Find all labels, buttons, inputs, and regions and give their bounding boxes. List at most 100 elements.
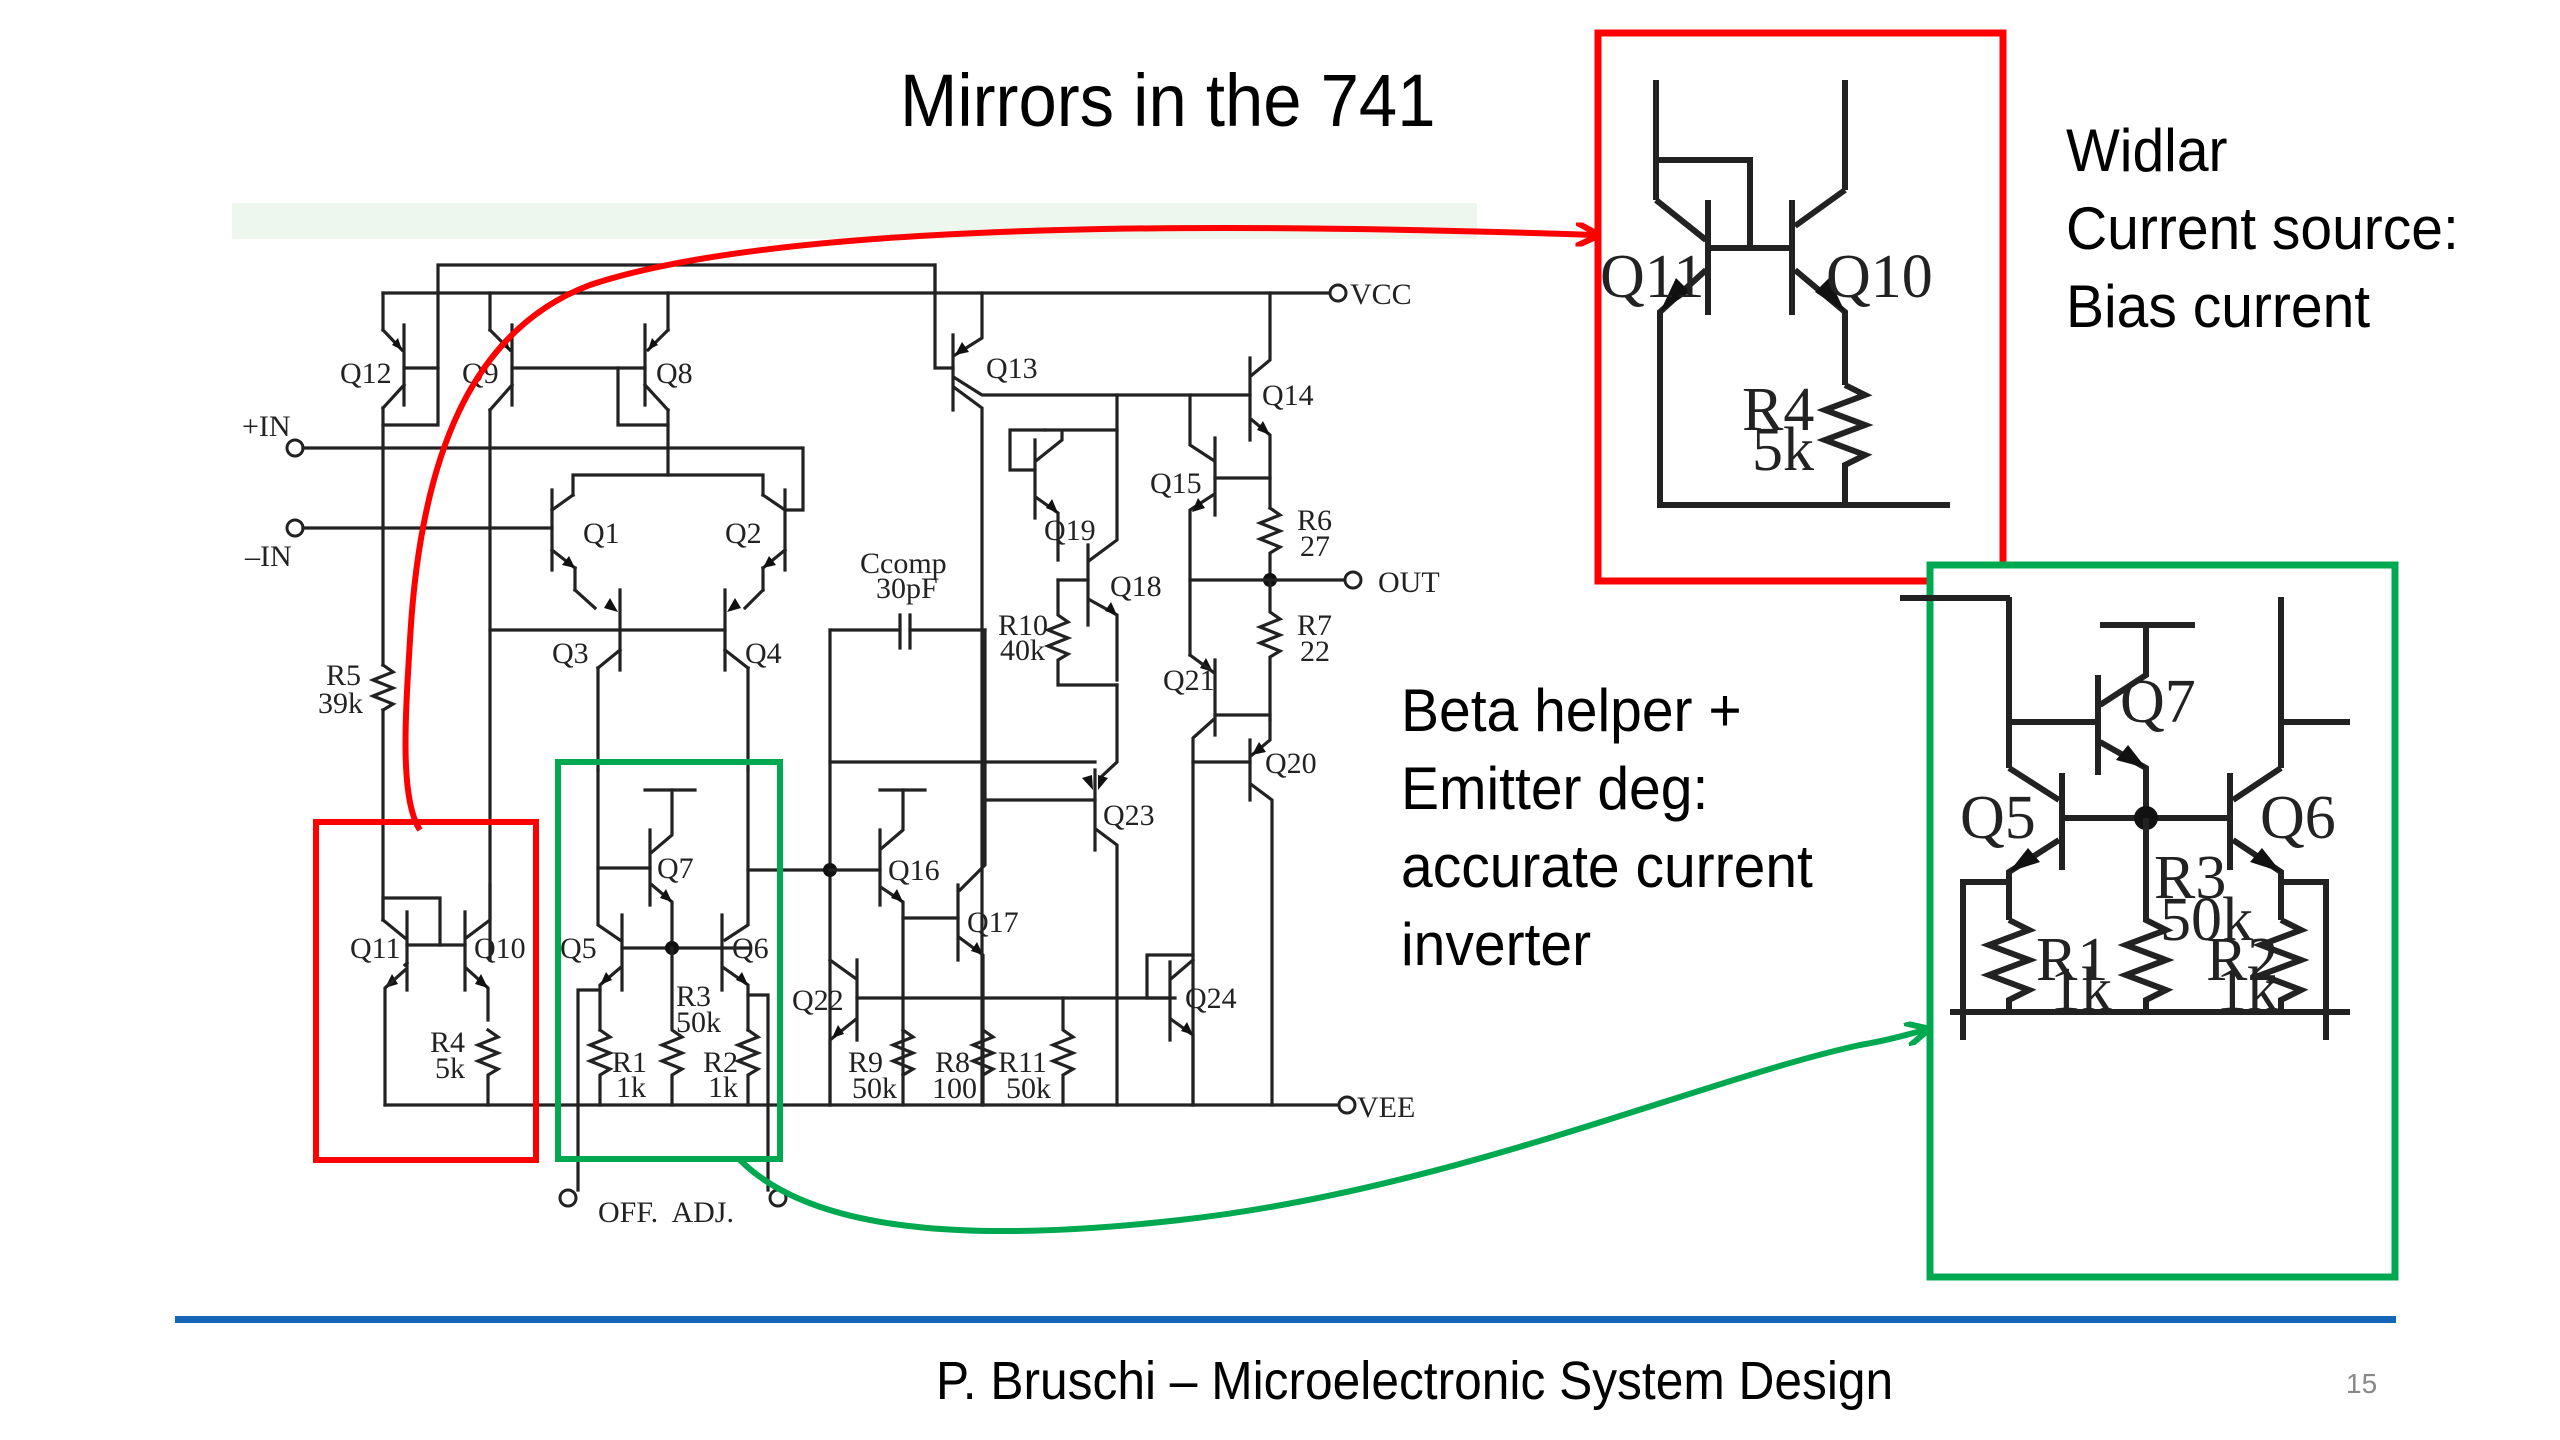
zoom-r3-value: 50k	[2160, 886, 2253, 954]
transistor-q13: Q13	[933, 263, 1252, 1107]
r8-label: R8	[935, 1046, 970, 1079]
r8-value: 100	[932, 1072, 977, 1105]
zoom-r4-value: 5k	[1752, 416, 1814, 484]
footer-text: P. Bruschi – Microelectronic System Desi…	[936, 1351, 1894, 1411]
transistor-q16: Q16	[828, 788, 940, 1107]
zoom-q11-label: Q11	[1600, 243, 1704, 311]
footer-divider	[175, 1316, 2396, 1323]
transistor-q14: Q14	[1248, 291, 1314, 510]
zoom-r2-label: R2	[2206, 926, 2278, 994]
wire-q18-collector	[1087, 393, 1119, 563]
zoom-r1-label: R1	[2036, 926, 2108, 994]
wire-q1q2-collectors	[571, 473, 765, 497]
transistor-q8: Q8	[616, 291, 693, 427]
q4-label: Q4	[745, 637, 782, 670]
resistor-r1: R1 1k	[585, 1027, 647, 1107]
resistor-r10: R10 40k	[998, 578, 1119, 687]
resistor-r2: R2 1k	[703, 1027, 763, 1107]
q22-label: Q22	[792, 984, 844, 1017]
r4-label: R4	[430, 1026, 465, 1059]
out-terminal	[1343, 570, 1363, 590]
r7-label: R7	[1297, 609, 1332, 642]
resistor-r4: R4 5k	[430, 1026, 503, 1107]
q21-label: Q21	[1163, 664, 1215, 697]
q3-label: Q3	[552, 637, 589, 670]
resistor-r3: R3 50k	[657, 946, 721, 1107]
zoom-q10-label: Q10	[1826, 243, 1933, 311]
q6-label: Q6	[732, 932, 769, 965]
in-plus-label: +IN	[242, 410, 291, 443]
q13-label: Q13	[986, 352, 1038, 385]
zoom-q7-label: Q7	[2120, 668, 2196, 736]
resistor-r8: R8 100	[932, 1027, 998, 1105]
wire-in-plus	[301, 446, 805, 512]
resistor-r5: R5 39k	[318, 659, 398, 922]
page-number: 15	[2346, 1368, 2378, 1399]
transistor-q23: Q23	[983, 768, 1155, 1107]
resistor-r6: R6 27	[1255, 504, 1332, 582]
zoom-q6-label: Q6	[2260, 784, 2336, 852]
q12-label: Q12	[340, 357, 392, 390]
schematic-band	[232, 203, 1477, 239]
q1-label: Q1	[583, 517, 620, 550]
widlar-zoom-schematic: Q11 Q10 R4 5k	[1600, 80, 1950, 508]
vee-terminal	[1337, 1095, 1357, 1115]
r5-label: R5	[326, 659, 361, 692]
transistor-q6: Q6	[720, 768, 770, 1192]
transistor-q12: Q12	[340, 290, 440, 427]
vcc-label: VCC	[1350, 278, 1412, 311]
r1-value: 1k	[616, 1071, 646, 1104]
r5-value: 39k	[318, 687, 363, 720]
widlar-highlight-box	[313, 819, 539, 1163]
inverter-callout-arrow	[737, 1030, 1925, 1235]
beta-helper-annotation: Beta helper + Emitter deg: accurate curr…	[1401, 677, 1813, 978]
in-minus-terminal	[285, 518, 305, 538]
transistor-q5: Q5	[560, 768, 750, 1192]
r1-label: R1	[612, 1046, 647, 1079]
q14-label: Q14	[1262, 379, 1314, 412]
q20-label: Q20	[1265, 747, 1317, 780]
transistor-q20: Q20	[1191, 718, 1317, 1107]
widlar-callout-arrow	[402, 228, 1595, 832]
transistor-q2: Q2	[725, 488, 788, 611]
vee-label: VEE	[1357, 1091, 1415, 1124]
q10-label: Q10	[474, 932, 526, 965]
ccomp-label: Ccomp	[860, 547, 947, 580]
in-minus-label: –IN	[244, 540, 292, 573]
transistor-q19: Q19	[1008, 428, 1119, 562]
r10-label: R10	[998, 609, 1048, 642]
q7-label: Q7	[657, 852, 694, 885]
transistor-q18: Q18	[1056, 543, 1162, 682]
slide-title: Mirrors in the 741	[900, 59, 1436, 142]
offset-adjust-terminal-left	[558, 1188, 578, 1208]
r9-value: 50k	[852, 1072, 897, 1105]
out-label: OUT	[1378, 566, 1440, 599]
main-schematic: VCC Q12 Q9	[242, 263, 1440, 1229]
zoom-q5-label: Q5	[1960, 784, 2036, 852]
vcc-terminal	[1328, 283, 1348, 303]
zoom-r1-value: 1k	[2050, 956, 2112, 1024]
transistor-q21: Q21	[1163, 652, 1272, 1107]
transistor-q1: Q1	[549, 488, 620, 611]
q16-label: Q16	[888, 854, 940, 887]
transistor-q11: Q11	[350, 896, 467, 1107]
q19-label: Q19	[1044, 514, 1096, 547]
transistor-q4: Q4	[722, 588, 782, 772]
zoom-r2-value: 1k	[2216, 956, 2278, 1024]
r10-value: 40k	[1000, 634, 1045, 667]
wire-top-rail	[436, 263, 937, 294]
widlar-annotation: Widlar Current source: Bias current	[2066, 117, 2459, 340]
transistor-q22: Q22	[792, 957, 1177, 1107]
transistor-q15: Q15	[1150, 393, 1272, 657]
r2-label: R2	[703, 1046, 738, 1079]
resistor-r7: R7 22	[1255, 578, 1332, 722]
r6-label: R6	[1297, 504, 1332, 537]
r3-label: R3	[676, 980, 711, 1013]
q8-label: Q8	[656, 357, 693, 390]
inverter-highlight-box	[555, 759, 783, 1162]
transistor-q3: Q3	[552, 588, 623, 772]
q2-label: Q2	[725, 517, 762, 550]
zoom-r4-label: R4	[1742, 376, 1814, 444]
wire-q23-emitter	[1097, 683, 1119, 781]
